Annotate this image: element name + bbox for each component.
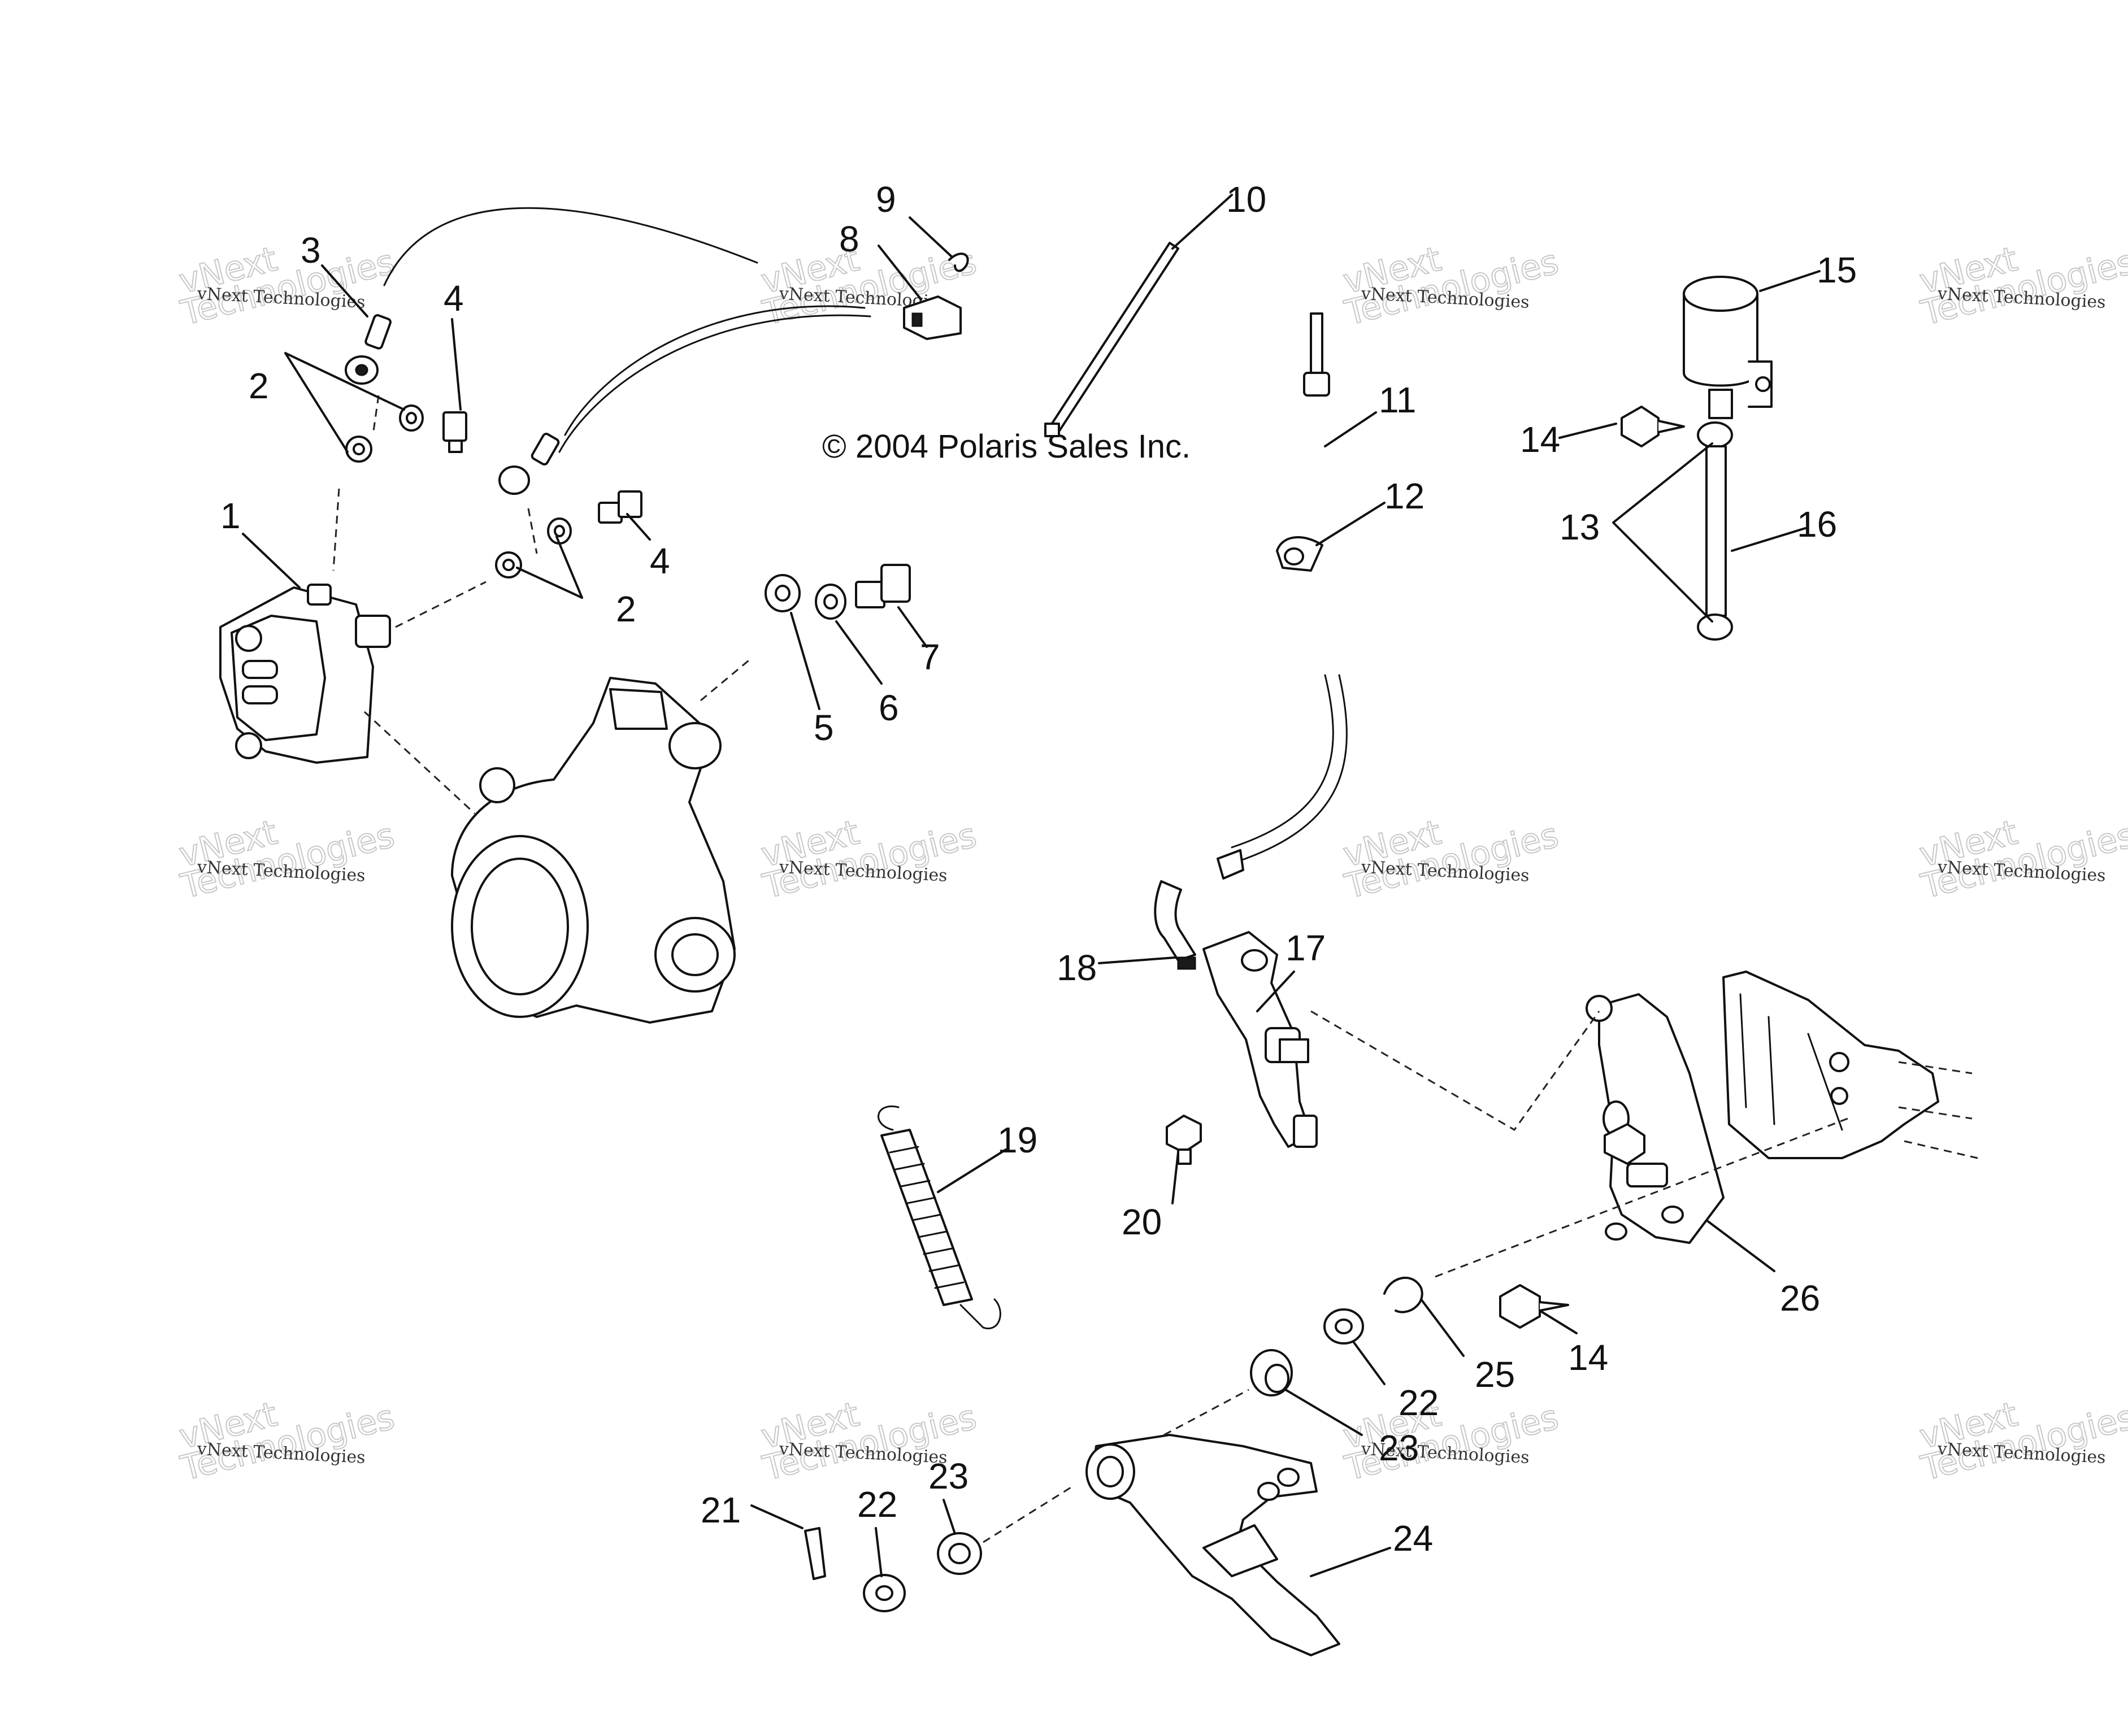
callout-4: 4 bbox=[444, 278, 464, 319]
copyright-text: © 2004 Polaris Sales Inc. bbox=[822, 428, 1191, 465]
washer-2c bbox=[495, 551, 522, 578]
callout-3: 3 bbox=[301, 230, 321, 271]
callout-18: 18 bbox=[1057, 947, 1097, 988]
callout-19: 19 bbox=[997, 1120, 1037, 1160]
callout-21: 21 bbox=[701, 1490, 741, 1530]
master-cylinder-line bbox=[1231, 674, 1334, 849]
washer-5 bbox=[765, 574, 801, 612]
upper-brake-line bbox=[383, 207, 758, 286]
callout-26: 26 bbox=[1780, 1278, 1820, 1319]
callout-24: 24 bbox=[1393, 1518, 1433, 1559]
callout-5: 5 bbox=[814, 707, 834, 748]
washer-22a bbox=[1323, 1308, 1364, 1345]
washer-22b bbox=[863, 1574, 906, 1612]
brake-pedal-24 bbox=[1085, 1434, 1340, 1656]
washer-6 bbox=[815, 584, 846, 620]
washer-2b bbox=[399, 404, 424, 432]
callout-16: 16 bbox=[1797, 504, 1837, 545]
callout-6: 6 bbox=[879, 688, 899, 728]
callout-10: 10 bbox=[1226, 179, 1266, 220]
callout-2: 2 bbox=[249, 366, 269, 406]
bushing-23b bbox=[937, 1532, 982, 1575]
callout-22: 22 bbox=[857, 1484, 897, 1525]
callout-2: 2 bbox=[616, 589, 636, 629]
spring-clip-25 bbox=[1383, 1277, 1423, 1313]
hose-16 bbox=[1705, 445, 1727, 617]
leader-lines bbox=[242, 194, 1821, 1577]
banjo-fitting-upper bbox=[345, 314, 392, 385]
brake-caliper bbox=[219, 584, 391, 764]
callout-9: 9 bbox=[876, 179, 896, 220]
clip-8 bbox=[903, 295, 962, 340]
bolt-14a bbox=[1621, 406, 1685, 447]
middle-brake-line bbox=[564, 305, 866, 436]
callout-22: 22 bbox=[1399, 1382, 1439, 1423]
frame-mount bbox=[1722, 971, 1978, 1159]
callout-13: 13 bbox=[1560, 507, 1600, 547]
watermark: vNext Technologies vNext Technologies bbox=[1915, 239, 2128, 334]
master-cylinder-line-outer bbox=[1236, 674, 1348, 863]
master-cylinder-17 bbox=[1202, 931, 1318, 1148]
washer-2d bbox=[547, 517, 572, 545]
watermark: vNext Technologies vNext Technologies bbox=[175, 812, 399, 907]
callout-11: 11 bbox=[1379, 380, 1416, 420]
callout-23: 23 bbox=[1379, 1428, 1419, 1468]
watermark: vNext Technologies vNext Technologies bbox=[175, 1394, 399, 1489]
bolt-4b bbox=[598, 490, 642, 524]
watermark: vNext Technologies vNext Technologies bbox=[757, 812, 981, 907]
watermark: vNext Technologies vNext Technologies bbox=[1915, 1394, 2128, 1489]
spring-19 bbox=[878, 1105, 1001, 1330]
fitting-18 bbox=[1154, 849, 1244, 970]
callout-23: 23 bbox=[928, 1456, 969, 1496]
washer-2a bbox=[345, 436, 372, 463]
bolt-7 bbox=[855, 564, 911, 608]
cotter-pin-21 bbox=[804, 1527, 826, 1580]
watermark: vNext Technologies vNext Technologies bbox=[1339, 1394, 1563, 1489]
bracket-26 bbox=[1586, 993, 1725, 1244]
callout-8: 8 bbox=[839, 219, 859, 259]
callout-14: 14 bbox=[1568, 1337, 1608, 1378]
brake-housing bbox=[451, 677, 736, 1024]
clamp-13a bbox=[1697, 421, 1733, 449]
bolt-20 bbox=[1166, 1115, 1202, 1165]
callout-14: 14 bbox=[1520, 419, 1560, 460]
callout-15: 15 bbox=[1817, 250, 1857, 290]
pin-11 bbox=[1303, 312, 1330, 397]
rod-10 bbox=[1044, 242, 1179, 437]
assembly-lines bbox=[332, 395, 1848, 1543]
callout-17: 17 bbox=[1286, 928, 1326, 968]
watermark: vNext Technologies vNext Technologies bbox=[1339, 239, 1563, 334]
callout-4: 4 bbox=[650, 541, 670, 581]
reservoir-15 bbox=[1683, 276, 1773, 419]
watermark: vNext Technologies vNext Technologies bbox=[1339, 812, 1563, 907]
callouts: 1 2 2 3 4 4 5 6 7 8 9 10 11 12 13 14 14 … bbox=[220, 179, 1857, 1559]
callout-12: 12 bbox=[1384, 476, 1425, 516]
middle-brake-line-outer bbox=[558, 314, 871, 453]
banjo-fitting-lower bbox=[498, 433, 560, 495]
bushing-23a bbox=[1250, 1349, 1293, 1396]
callout-1: 1 bbox=[220, 495, 241, 536]
callout-25: 25 bbox=[1475, 1354, 1515, 1395]
bolt-4a bbox=[442, 411, 467, 453]
watermark: vNext Technologies vNext Technologies bbox=[1915, 812, 2128, 907]
clamp-12 bbox=[1276, 536, 1323, 572]
clip-9 bbox=[948, 253, 969, 272]
watermark: vNext Technologies vNext Technologies bbox=[175, 239, 399, 334]
callout-7: 7 bbox=[920, 637, 940, 677]
clamp-13b bbox=[1697, 614, 1733, 641]
bolt-14b bbox=[1499, 1284, 1569, 1329]
callout-20: 20 bbox=[1122, 1202, 1162, 1242]
